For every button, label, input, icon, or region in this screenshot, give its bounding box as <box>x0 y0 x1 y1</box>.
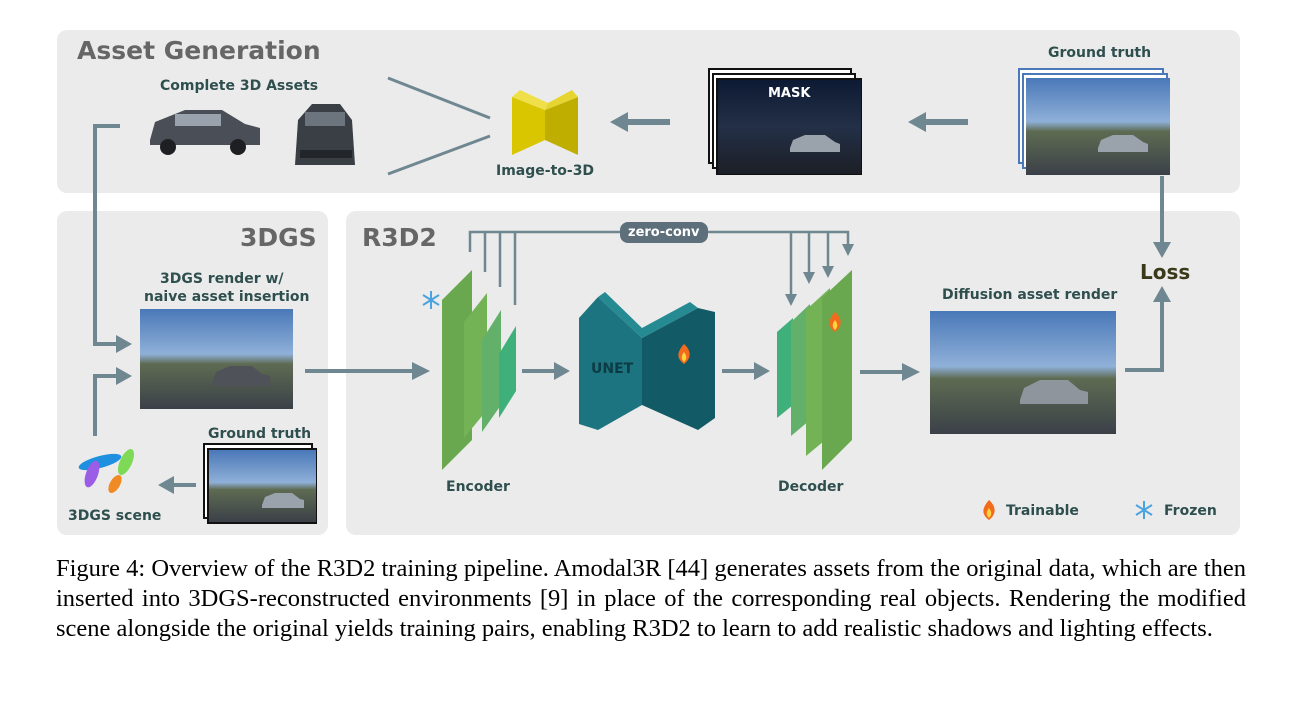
snowflake-icon <box>422 291 440 309</box>
car-asset-side <box>150 110 260 155</box>
diffusion-render-label: Diffusion asset render <box>942 287 1118 303</box>
arrowhead-scene-to-render <box>116 367 132 385</box>
gs-scene-label: 3DGS scene <box>68 508 162 524</box>
complete-assets-label: Complete 3D Assets <box>160 78 319 94</box>
caption-text: Figure 4: Overview of the R3D2 training … <box>56 555 1246 642</box>
decoder-layers <box>777 270 852 470</box>
arrowhead-mask-to-i23d <box>610 112 628 132</box>
connector-bottom <box>387 134 491 176</box>
image-to-3d-block <box>512 90 578 155</box>
ground-truth-bottom-stack <box>203 443 317 524</box>
zero-conv-arrowheads <box>785 244 854 306</box>
arrowhead-assets-to-render <box>116 335 132 353</box>
fire-icon <box>983 500 995 520</box>
fire-icon <box>829 312 841 332</box>
image-to-3d-label: Image-to-3D <box>496 163 595 179</box>
fire-icon <box>678 344 690 364</box>
gs-render-label-line1: 3DGS render w/ <box>160 271 284 287</box>
loss-label: Loss <box>1140 260 1191 284</box>
encoder-layers <box>442 270 516 470</box>
mask-image-stack <box>708 68 862 175</box>
unet-block <box>579 292 715 430</box>
diffusion-render-image <box>930 311 1116 434</box>
arrow-scene-to-render <box>93 374 118 436</box>
arrowhead-encoder-to-unet <box>554 362 570 380</box>
ground-truth-bottom-label: Ground truth <box>208 426 312 442</box>
arrowhead-decoder-to-render <box>902 363 920 381</box>
mask-label: MASK <box>768 86 811 101</box>
arrowhead-gt-to-mask <box>908 112 926 132</box>
ground-truth-top-label: Ground truth <box>1048 45 1152 61</box>
legend-trainable-label: Trainable <box>1006 503 1079 519</box>
decoder-label: Decoder <box>778 479 844 495</box>
arrowhead-render-to-encoder <box>412 362 430 380</box>
asset-generation-title: Asset Generation <box>77 36 321 65</box>
arrowhead-unet-to-decoder <box>754 362 770 380</box>
arrow-render-to-loss <box>1125 300 1164 372</box>
gs3d-title: 3DGS <box>240 223 317 252</box>
car-asset-front <box>295 104 355 165</box>
arrow-assets-to-render <box>93 124 120 346</box>
connector-top <box>387 76 491 120</box>
arrowhead-gt-to-loss <box>1153 242 1171 258</box>
ground-truth-top-stack <box>1018 68 1170 175</box>
gs-render-image <box>140 309 293 409</box>
r3d2-title: R3D2 <box>362 223 437 252</box>
unet-label: UNET <box>591 361 634 377</box>
figure-caption: Figure 4: Overview of the R3D2 training … <box>56 554 1246 644</box>
arrowhead-gt-to-scene <box>158 476 174 494</box>
legend-frozen-label: Frozen <box>1164 503 1217 519</box>
gs-scene-icon <box>78 449 135 494</box>
zero-conv-label: zero-conv <box>620 222 708 243</box>
encoder-label: Encoder <box>446 479 510 495</box>
gs-render-label-line2: naive asset insertion <box>144 289 310 305</box>
snowflake-icon <box>1135 501 1153 519</box>
arrowhead-render-to-loss <box>1153 286 1171 302</box>
